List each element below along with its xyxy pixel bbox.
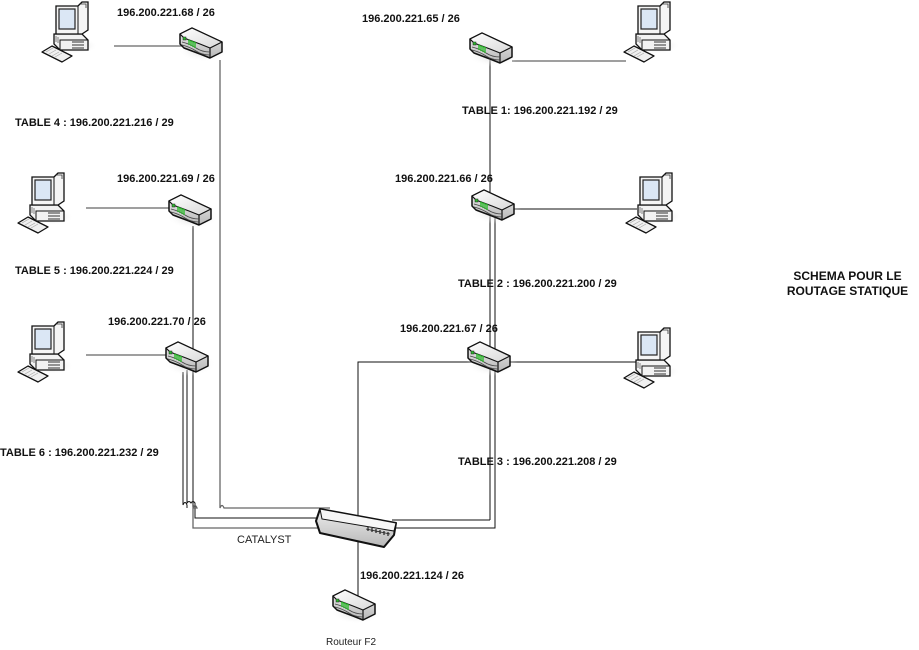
link-r66-switch [392,209,496,529]
pc-r68[interactable] [41,1,99,63]
table-label-4: TABLE 4 : 196.200.221.216 / 29 [15,117,174,129]
ip-label-r66: 196.200.221.66 / 26 [395,173,493,185]
router-r68[interactable] [177,27,231,63]
ip-label-r70: 196.200.221.70 / 26 [108,316,206,328]
switch-label: CATALYST [237,534,292,546]
pc-r65[interactable] [623,1,681,63]
ip-label-r65: 196.200.221.65 / 26 [362,13,460,25]
table-label-6: TABLE 6 : 196.200.221.232 / 29 [0,447,159,459]
core-router-label: Routeur F2 [326,637,377,648]
diagram-title-line2: ROUTAGE STATIQUE [786,284,909,298]
router-r66[interactable] [469,189,523,225]
router-r70[interactable] [163,341,217,377]
table-label-2: TABLE 2 : 196.200.221.200 / 29 [458,278,617,290]
router-r65[interactable] [467,32,521,68]
links [86,45,640,605]
link-r70-switch [186,370,330,519]
link-switch-r67-loop [357,361,478,535]
ip-label-r68: 196.200.221.68 / 26 [117,7,215,19]
ip-label-r69: 196.200.221.69 / 26 [117,173,215,185]
pc-r70[interactable] [17,321,75,383]
diagram-title-line1: SCHEMA POUR LE [793,269,902,283]
router-routeur-f2[interactable] [330,589,384,625]
table-label-1: TABLE 1: 196.200.221.192 / 29 [462,105,618,117]
table-label-5: TABLE 5 : 196.200.221.224 / 29 [15,265,174,277]
ip-label-routeur-f2: 196.200.221.124 / 26 [360,570,464,582]
pc-r66[interactable] [625,172,683,234]
link-r68-switch [219,60,330,509]
link-r70-switch-c [182,372,188,508]
table-label-3: TABLE 3 : 196.200.221.208 / 29 [458,456,617,468]
pc-r69[interactable] [17,172,75,234]
catalyst-switch[interactable] [315,508,397,548]
diagram-title: SCHEMA POUR LE ROUTAGE STATIQUE [776,269,919,299]
pc-r67[interactable] [623,327,681,389]
ip-label-r67: 196.200.221.67 / 26 [400,323,498,335]
link-r70-switch-b [192,504,325,529]
router-r69[interactable] [166,194,220,230]
router-r67[interactable] [465,341,519,377]
